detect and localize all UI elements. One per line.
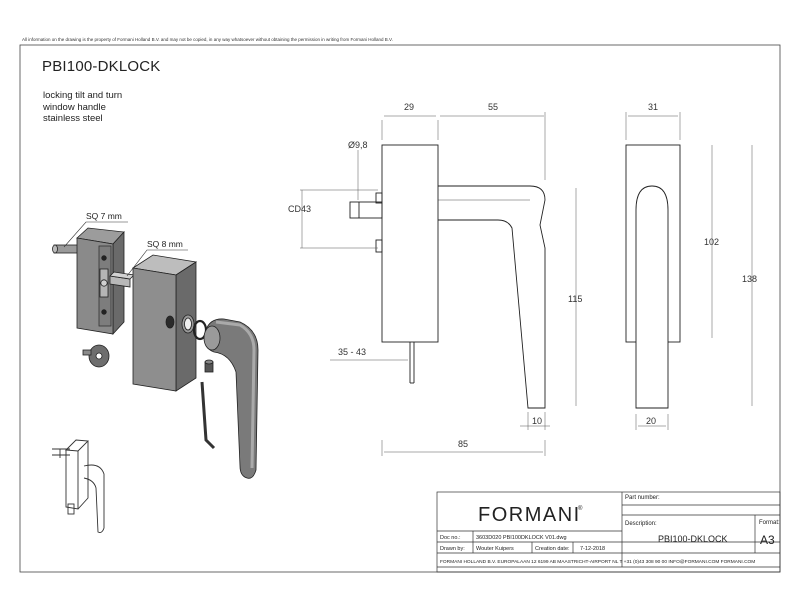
front-view	[625, 144, 681, 409]
callout-sq7: SQ 7 mm	[86, 211, 122, 221]
formani-logo: FORMANI	[478, 504, 581, 526]
dim-138: 138	[742, 274, 757, 284]
dim-diameter: Ø9,8	[348, 140, 368, 150]
disclaimer-text: All information on the drawing is the pr…	[22, 37, 393, 42]
doc-label: Doc no.:	[440, 535, 461, 541]
description-line-1: locking tilt and turn	[43, 90, 123, 101]
grub-screw	[204, 359, 214, 373]
side-rosette	[381, 144, 439, 343]
product-description: locking tilt and turn window handle stai…	[43, 90, 122, 125]
square-spindle	[109, 271, 135, 288]
description-label: Description:	[625, 521, 657, 527]
side-spindle	[349, 201, 383, 219]
sheet-border	[19, 44, 781, 573]
dim-115: 115	[568, 294, 582, 304]
side-handle	[438, 185, 546, 409]
description-line-2: window handle	[43, 101, 106, 113]
description-line-3: stainless steel	[43, 113, 103, 124]
part-number-label: Part number:	[625, 495, 660, 501]
handle	[203, 318, 259, 479]
title-block	[436, 491, 781, 573]
date-value: 7-12-2018	[580, 546, 605, 552]
drawing-title: PBI100-DKLOCK	[42, 58, 161, 75]
drawn-label: Drawn by:	[440, 546, 465, 552]
dim-55: 55	[488, 102, 498, 112]
isometric-sketch	[52, 439, 105, 533]
front-handle	[635, 185, 669, 409]
dim-cd43: CD43	[288, 204, 311, 214]
doc-value: 3603D020 PBI100DKLOCK V01.dwg	[476, 535, 567, 541]
dim-20: 20	[646, 416, 656, 426]
exploded-view	[52, 227, 259, 479]
key	[82, 344, 110, 368]
callout-sq8: SQ 8 mm	[147, 239, 183, 249]
dim-31: 31	[648, 102, 658, 112]
callout-leaders	[63, 221, 188, 277]
dim-35-43: 35 - 43	[338, 347, 366, 357]
base-plate	[76, 227, 125, 336]
date-label: Creation date:	[535, 546, 570, 552]
registered-mark: ®	[578, 505, 583, 512]
dimension-lines	[300, 112, 753, 456]
dim-29: 29	[404, 102, 414, 112]
format-label: Format:	[759, 520, 780, 526]
dim-10: 10	[532, 416, 542, 426]
dim-102: 102	[704, 237, 719, 247]
description-value: PBI100-DKLOCK	[658, 534, 728, 544]
side-view	[349, 144, 546, 409]
dim-85: 85	[458, 439, 468, 449]
drawn-value: Wouter Kuipers	[476, 546, 514, 552]
format-value: A3	[760, 533, 775, 547]
company-footer: FORMANI HOLLAND B.V. EUROPALAAN 12 6199 …	[440, 559, 755, 565]
allen-key	[200, 381, 216, 450]
